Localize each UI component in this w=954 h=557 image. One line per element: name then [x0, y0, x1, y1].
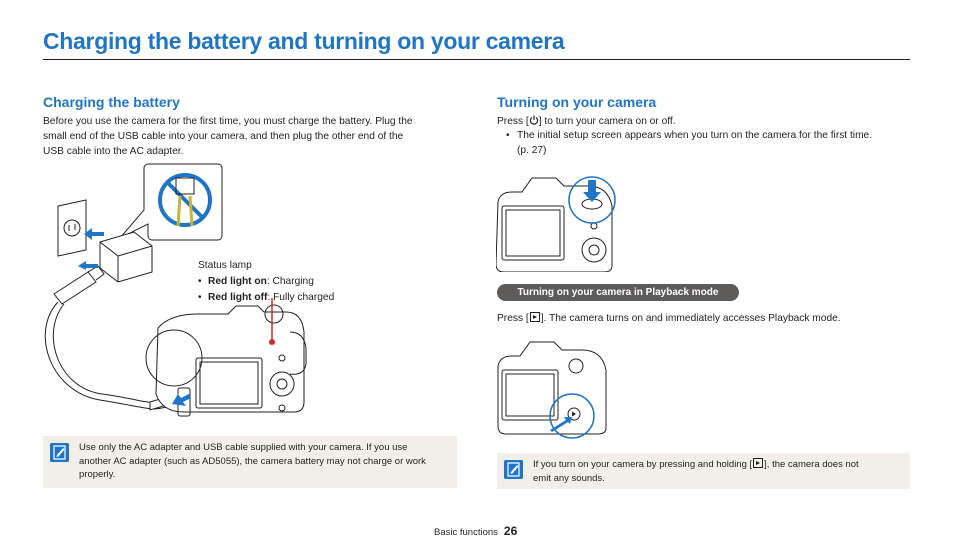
- no-symbol-icon: [158, 173, 212, 227]
- playback-note-suffix: ], the camera does not: [764, 459, 859, 470]
- red-light-on-value: : Charging: [266, 276, 314, 287]
- playback-mode-label: Turning on your camera in Playback mode: [497, 284, 739, 301]
- setup-bullet-line1: The initial setup screen appears when yo…: [517, 130, 873, 141]
- page-title: Charging the battery and turning on your…: [43, 28, 565, 54]
- status-lamp-label: Status lamp: [198, 260, 252, 271]
- red-light-on-label: Red light on: [208, 276, 267, 287]
- power-instruction: Press [ ] to turn your camera on or off.: [497, 114, 676, 129]
- red-light-off-item: Red light off: Fully charged: [198, 290, 334, 306]
- playback-note-line1: If you turn on your camera by pressing a…: [533, 457, 859, 472]
- playback-button-illustration: [497, 341, 607, 439]
- turning-on-heading: Turning on your camera: [497, 94, 657, 110]
- arrow-icon: [78, 228, 191, 406]
- note-icon: [504, 460, 523, 479]
- red-light-off-label: Red light off: [208, 292, 268, 303]
- power-icon: [529, 115, 538, 125]
- charging-note-line3: properly.: [79, 469, 116, 480]
- page-footer: Basic functions 26: [434, 524, 517, 538]
- note-icon: [50, 443, 69, 462]
- footer-section: Basic functions: [434, 527, 498, 538]
- setup-bullet: • The initial setup screen appears when …: [506, 129, 906, 159]
- charging-text-line3: USB cable into the AC adapter.: [43, 146, 184, 157]
- page-number: 26: [503, 524, 518, 538]
- status-lamp: [269, 339, 275, 345]
- charging-note-line2: another AC adapter (such as AD5055), the…: [79, 455, 426, 467]
- playback-icon: [753, 458, 764, 468]
- charging-note: Use only the AC adapter and USB cable su…: [43, 436, 457, 488]
- red-light-off-value: : Fully charged: [267, 292, 335, 303]
- charging-heading: Charging the battery: [43, 94, 180, 110]
- arrow-icon: [550, 417, 572, 432]
- setup-bullet-line2: (p. 27): [517, 145, 547, 156]
- power-instruction-suffix: ] to turn your camera on or off.: [538, 116, 676, 127]
- playback-instruction-prefix: Press [: [497, 313, 529, 324]
- playback-note-prefix: If you turn on your camera by pressing a…: [533, 459, 753, 470]
- red-light-on-item: Red light on: Charging: [198, 274, 334, 290]
- charging-illustration: [44, 163, 307, 417]
- playback-note: If you turn on your camera by pressing a…: [497, 453, 910, 489]
- playback-icon: [529, 312, 540, 322]
- title-divider: [43, 59, 910, 60]
- power-instruction-prefix: Press [: [497, 116, 529, 127]
- arrow-icon: [583, 180, 601, 202]
- status-lamp-info: Status lamp Red light on: Charging Red l…: [198, 258, 334, 306]
- playback-instruction: Press [ ]. The camera turns on and immedi…: [497, 311, 841, 326]
- charging-text-line1: Before you use the camera for the first …: [43, 116, 413, 127]
- playback-instruction-suffix: ]. The camera turns on and immediately a…: [540, 313, 841, 324]
- playback-note-line2: emit any sounds.: [533, 472, 605, 484]
- charging-text-line2: small end of the USB cable into your cam…: [43, 131, 404, 142]
- charging-note-line1: Use only the AC adapter and USB cable su…: [79, 442, 408, 453]
- power-button-illustration: [496, 176, 616, 272]
